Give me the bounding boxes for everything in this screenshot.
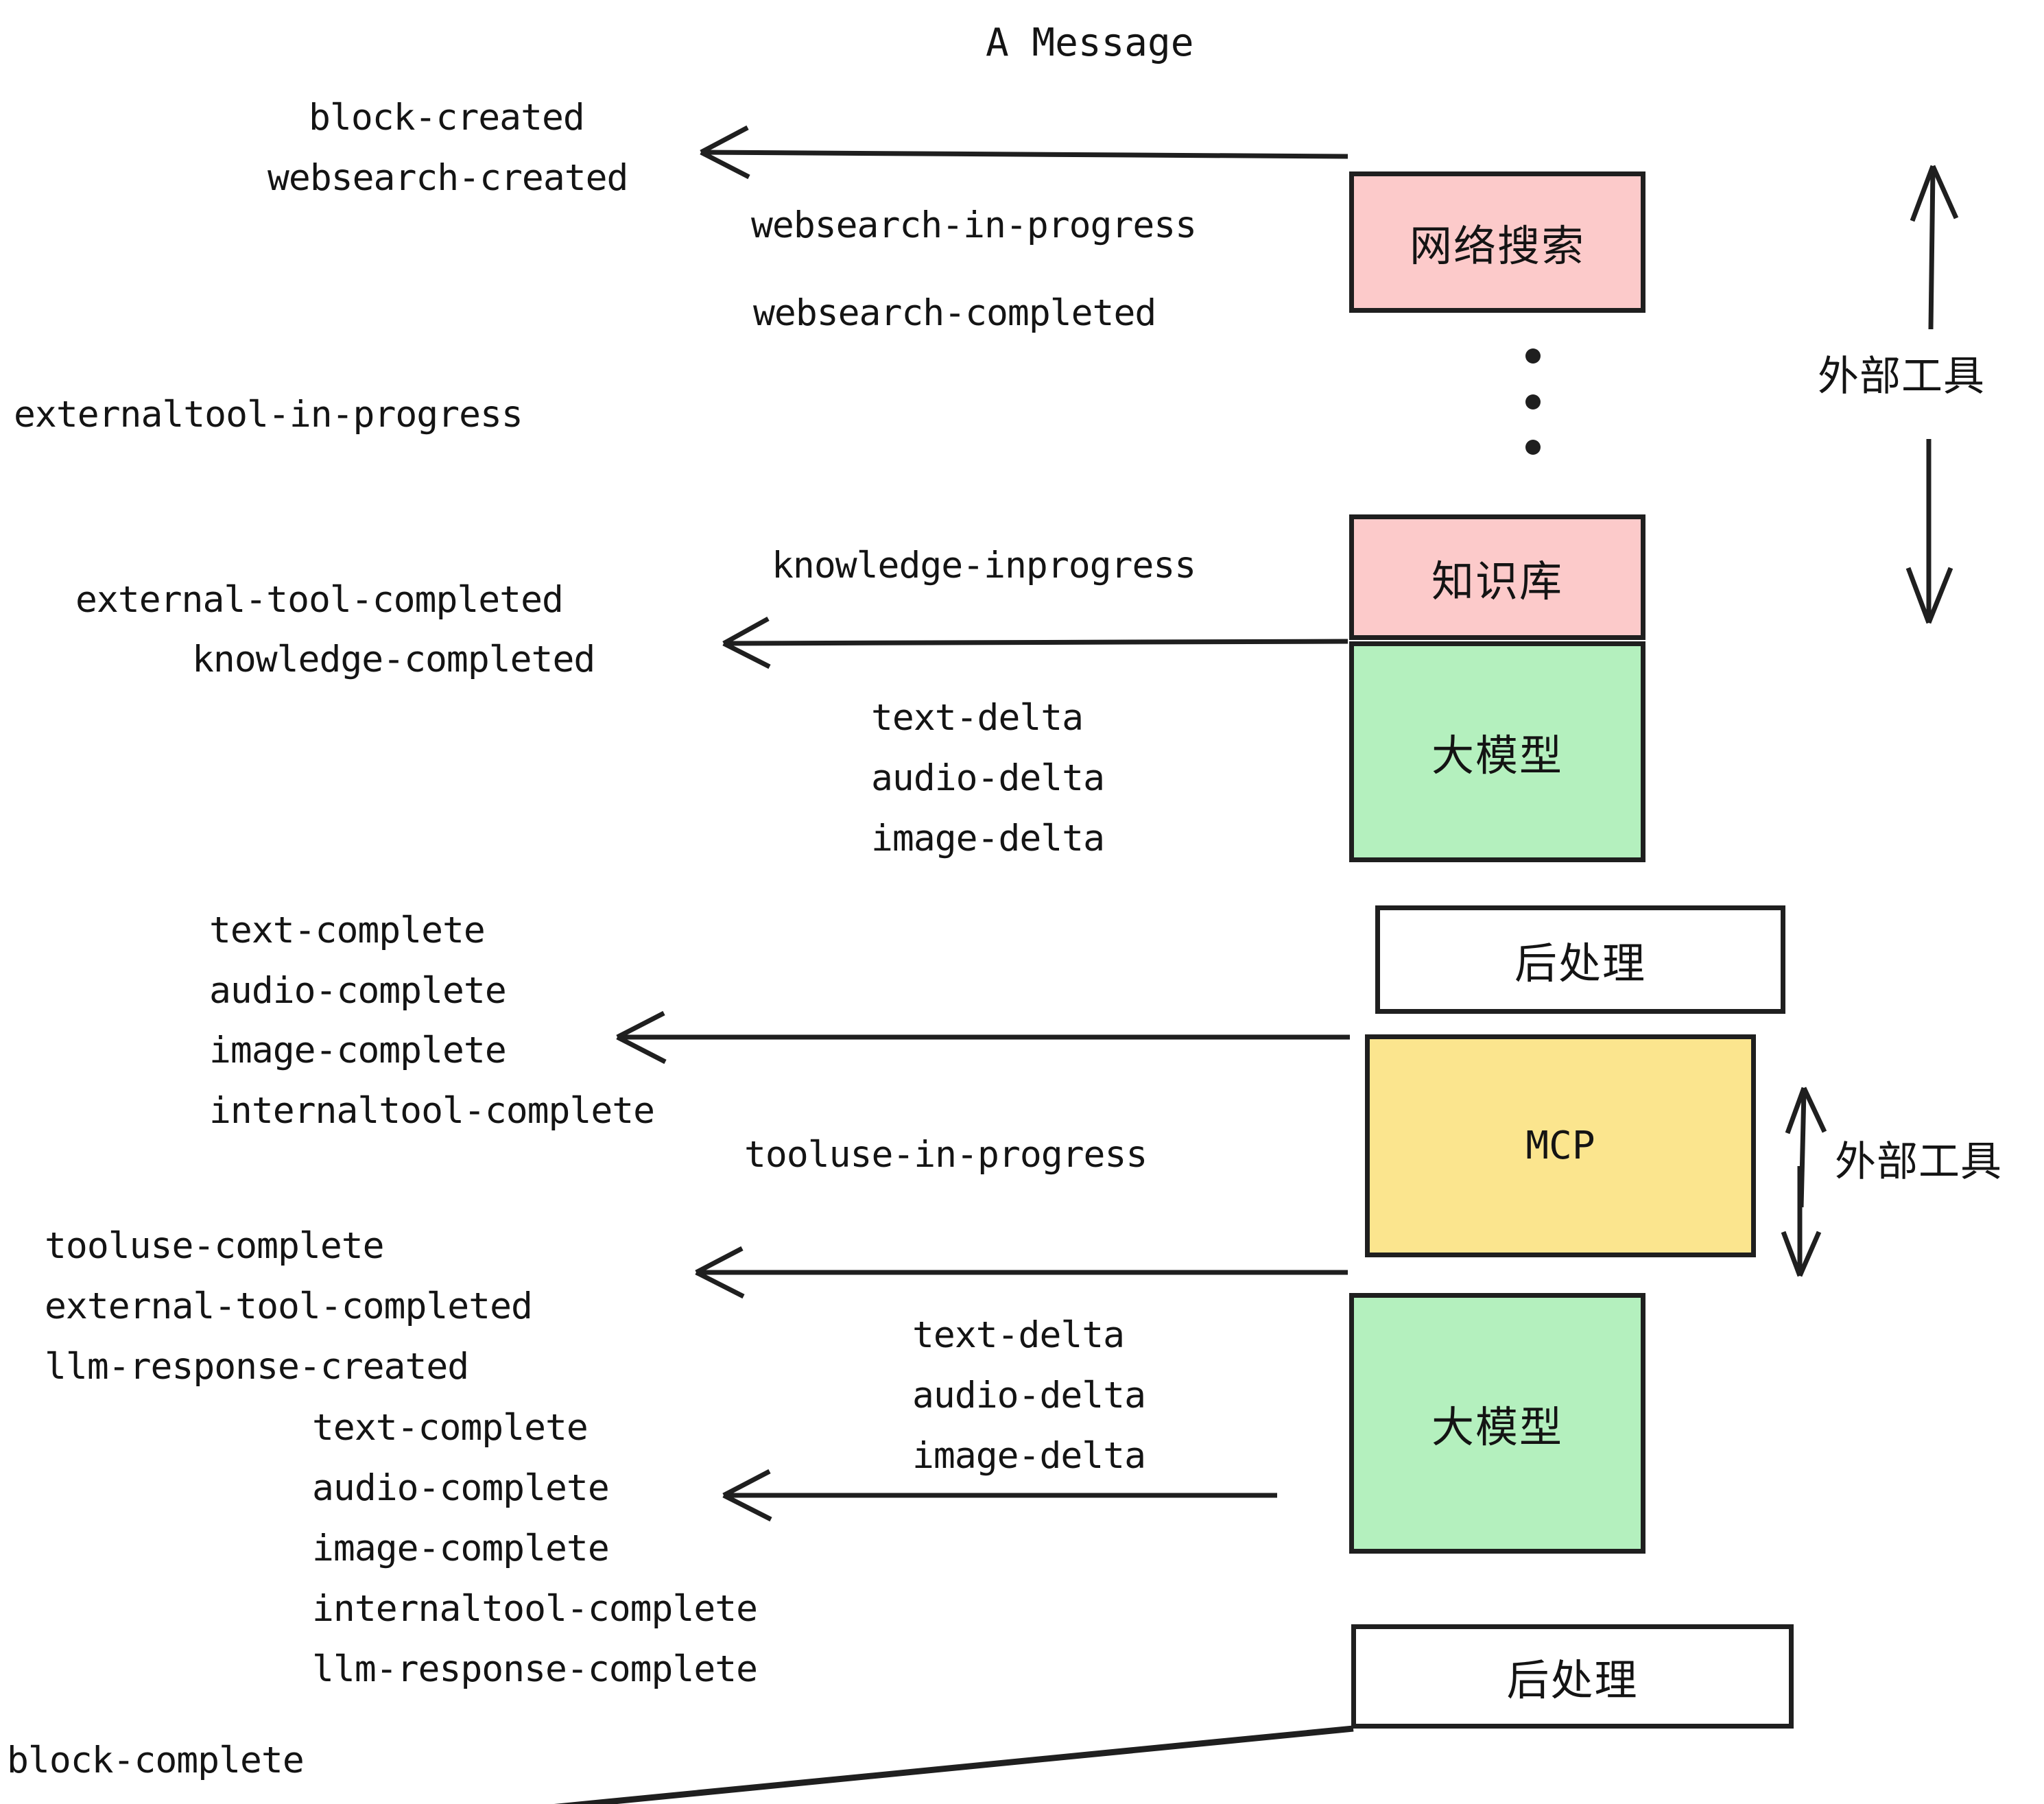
- arrow-websearch-to-block-created: [700, 125, 1348, 180]
- event-internaltool-complete-1: internaltool-complete: [209, 1090, 655, 1132]
- box-llm-1[interactable]: 大模型: [1349, 641, 1645, 862]
- event-text-complete-1: text-complete: [209, 910, 486, 951]
- event-image-delta-1: image-delta: [871, 818, 1105, 859]
- event-audio-complete-2: audio-complete: [312, 1467, 610, 1509]
- box-label: 网络搜索: [1409, 221, 1585, 271]
- box-llm-2[interactable]: 大模型: [1349, 1293, 1645, 1554]
- box-postprocess-1[interactable]: 后处理: [1375, 905, 1785, 1014]
- box-knowledge[interactable]: 知识库: [1349, 514, 1645, 640]
- event-external-tool-completed-2: external-tool-completed: [45, 1285, 533, 1327]
- page-title: A Message: [986, 21, 1194, 65]
- event-audio-complete-1: audio-complete: [209, 970, 507, 1012]
- box-label: 大模型: [1431, 1402, 1563, 1452]
- event-websearch-completed: websearch-completed: [753, 292, 1156, 334]
- ellipsis-dot: [1525, 348, 1541, 364]
- arrow-mcp-to-tooluse-complete: [695, 1246, 1348, 1299]
- event-websearch-created: websearch-created: [268, 157, 628, 199]
- box-label: 知识库: [1431, 556, 1563, 606]
- event-knowledge-completed: knowledge-completed: [192, 639, 595, 680]
- event-block-created: block-created: [309, 97, 585, 139]
- event-text-delta-2: text-delta: [912, 1314, 1125, 1356]
- event-image-complete-2: image-complete: [312, 1528, 610, 1569]
- event-text-delta-1: text-delta: [871, 697, 1084, 739]
- arrow-postprocess-to-image-complete: [616, 1010, 1350, 1065]
- box-label: MCP: [1525, 1124, 1595, 1168]
- box-label: 大模型: [1431, 731, 1563, 781]
- label-external-tool-bottom: 外部工具: [1835, 1138, 2002, 1186]
- event-tooluse-complete: tooluse-complete: [45, 1225, 385, 1267]
- event-externaltool-in-progress: externaltool-in-progress: [14, 394, 523, 436]
- event-audio-delta-1: audio-delta: [871, 757, 1105, 799]
- event-block-complete: block-complete: [7, 1740, 305, 1781]
- event-image-complete-1: image-complete: [209, 1030, 507, 1071]
- ellipsis-dot: [1525, 394, 1541, 410]
- box-mcp[interactable]: MCP: [1365, 1034, 1756, 1257]
- arrow-knowledge-to-knowledge-completed: [722, 616, 1348, 669]
- event-internaltool-complete-2: internaltool-complete: [312, 1588, 758, 1630]
- arrow-llm-to-audio-complete: [722, 1469, 1277, 1522]
- event-websearch-in-progress: websearch-in-progress: [751, 204, 1197, 246]
- box-postprocess-2[interactable]: 后处理: [1351, 1624, 1794, 1729]
- event-image-delta-2: image-delta: [912, 1435, 1146, 1477]
- arrow-postprocess-to-block-complete: [554, 1725, 1354, 1804]
- box-label: 后处理: [1514, 938, 1646, 988]
- arrow-external-tool-bottom: [1781, 1087, 1827, 1277]
- event-llm-response-created: llm-response-created: [45, 1346, 469, 1388]
- event-audio-delta-2: audio-delta: [912, 1375, 1146, 1416]
- event-text-complete-2: text-complete: [312, 1407, 589, 1449]
- vertical-ellipsis: [1524, 348, 1542, 455]
- event-llm-response-complete: llm-response-complete: [312, 1648, 758, 1690]
- ellipsis-dot: [1525, 440, 1541, 455]
- event-tooluse-in-progress: tooluse-in-progress: [744, 1134, 1148, 1176]
- label-external-tool-top: 外部工具: [1818, 353, 1985, 401]
- box-label: 后处理: [1506, 1655, 1639, 1705]
- event-external-tool-completed-1: external-tool-completed: [75, 579, 564, 621]
- box-websearch[interactable]: 网络搜索: [1349, 171, 1645, 313]
- event-knowledge-inprogress: knowledge-inprogress: [772, 545, 1196, 586]
